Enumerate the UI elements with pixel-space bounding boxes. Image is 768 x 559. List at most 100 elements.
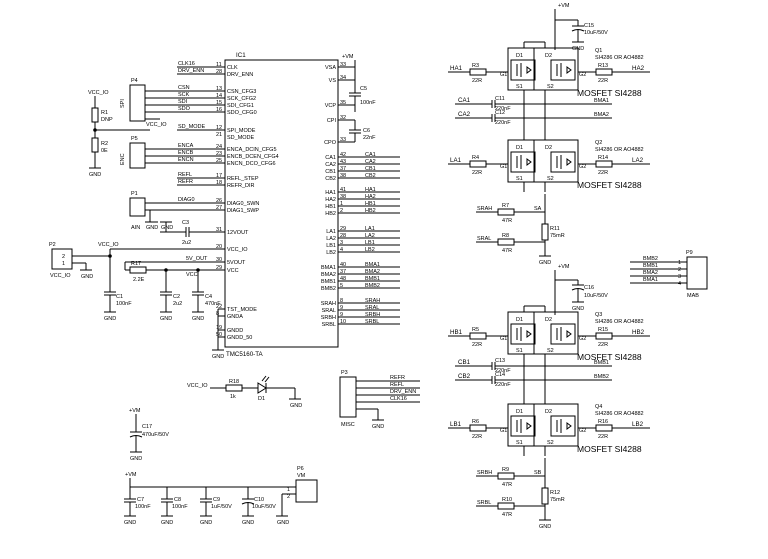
sense-net-h: SRAH [477, 206, 492, 212]
net-enca: ENCA [178, 143, 194, 149]
ic1-pin-name: CA2 [325, 162, 336, 168]
p1-ain-connector: P1 DIAG0 GND AIN [129, 191, 225, 231]
p6-pin2: 2 [287, 494, 290, 500]
c5-val: 100nF [360, 100, 376, 106]
mosfet-diode [566, 158, 572, 166]
p9-sig-bma1: BMA1 [643, 277, 658, 283]
sense-r-h-val: 47R [502, 482, 512, 488]
sense-rs-val: 75mR [550, 497, 565, 503]
ic1-pin-name: HB1 [325, 204, 336, 210]
ic1-pin-num: 22 [216, 304, 222, 310]
c6-val: 22nF [363, 135, 376, 141]
bridge-title: MOSFET SI4288 [577, 88, 642, 98]
pin-s1: S1 [516, 348, 523, 354]
c9-val: 1uF/50V [211, 504, 232, 510]
c17-val: 470uF/50V [142, 432, 169, 438]
ic1-pin-name: BMB1 [321, 279, 336, 285]
ic1-pin-num: 3 [340, 240, 343, 246]
in-net: LA1 [450, 157, 462, 164]
net-diag0: DIAG0 [178, 197, 195, 203]
ic1-pin-num: 28 [216, 69, 222, 75]
bridge-q-ref: Q2 [595, 140, 602, 146]
ic1-pin-num: 14 [216, 93, 222, 99]
gnd-c3: GND [161, 225, 173, 231]
bridge-q-opt: SI4286 OR AO4882 [595, 55, 644, 61]
c16-ref: C16 [584, 285, 594, 291]
ic1-pin-num: 8 [340, 298, 343, 304]
gnd-c1: GND [104, 316, 116, 322]
c5-ref: C5 [360, 86, 367, 92]
pin-g2: G2 [579, 336, 586, 342]
mosfet-body [550, 59, 576, 81]
in-r-ref: R6 [472, 419, 479, 425]
bootcap-ref: C11 [495, 96, 505, 102]
ic1-pin-name: DIAG1_SWP [227, 208, 259, 214]
c7-ref: C7 [137, 497, 144, 503]
vm-c17: +VM [129, 408, 141, 414]
bridge-q-opt: SI4286 OR AO4882 [595, 411, 644, 417]
ic1-pin-name: BMB2 [321, 286, 336, 292]
p5-enc-connector: P5 ENC ENCA ENCB ENCN REFL REFR [120, 136, 225, 186]
bootcap-ref: C12 [495, 110, 505, 116]
net-sdi: SDI [178, 99, 188, 105]
pin-s2: S2 [547, 176, 554, 182]
net-encn: ENCN [178, 157, 194, 163]
ic1-pin-num: 33 [340, 137, 346, 143]
mosfet-diode [526, 330, 532, 338]
sense-net-h: SRBH [477, 470, 492, 476]
sense-node: SA [534, 206, 542, 212]
pin-s2: S2 [547, 440, 554, 446]
r2-ref: R2 [101, 141, 108, 147]
ic1-net-label: HA2 [365, 194, 376, 200]
gnd-c8: GND [161, 520, 173, 526]
ic1-pin-num: 34 [340, 75, 346, 81]
bridge-title: MOSFET SI4288 [577, 180, 642, 190]
net-vcc-io-spi: VCC_IO [146, 122, 167, 128]
ic1-pin-name: TST_MODE [227, 307, 257, 313]
ic1-pin-name: GNDD [227, 328, 243, 334]
pin-g1: G1 [500, 428, 507, 434]
ic1-pin-num: 1 [340, 201, 343, 207]
led-indicator: VCC_IO R18 1k D1 GND [187, 375, 302, 409]
ic1-net-label: CB2 [365, 173, 376, 179]
ic1-pin-name: DIAG0_SWN [227, 201, 259, 207]
bridge-q-ref: Q4 [595, 404, 602, 410]
in-resistor [469, 424, 487, 432]
ic1-pin-num: 20 [216, 244, 222, 250]
in-r-ref: R3 [472, 63, 479, 69]
net-sd-mode: SD_MODE [178, 124, 206, 130]
ic1-pin-name: VSA [325, 65, 336, 71]
ic1-net-label: SRAL [365, 305, 379, 311]
out-net: LB2 [632, 421, 644, 428]
ic1-pin-num: 28 [340, 233, 346, 239]
mosfet-body [510, 59, 536, 81]
sense-node: SB [534, 470, 542, 476]
ic1-pin-num: 24 [216, 144, 222, 150]
ic1-pin-name: BMA2 [321, 272, 336, 278]
pin-d2: D2 [545, 53, 552, 59]
gnd-c9: GND [200, 520, 212, 526]
ic1-supply: +VM C5 100nF C6 22nF [338, 54, 376, 143]
p1-ref: P1 [131, 191, 138, 197]
ic1-pin-num: 38 [340, 194, 346, 200]
bridge-title: MOSFET SI4288 [577, 444, 642, 454]
in-resistor [469, 332, 487, 340]
ic1-gnd-rail: GND [212, 308, 225, 360]
gnd-ic1: GND [212, 354, 224, 360]
out-net: HA2 [632, 65, 645, 72]
out-resistor [595, 68, 613, 76]
mosfet-body [550, 415, 576, 437]
bridge-outline [507, 47, 579, 91]
ic1-symbol: IC1 TMC5160-TA CLK11DRV_ENN28CSN_CFG313S… [216, 52, 346, 358]
gnd-c10: GND [242, 520, 254, 526]
ic1-net-label: CA2 [365, 159, 376, 165]
ic1-pin-num: 30 [216, 257, 222, 263]
p9-mab-connector: P9 MAB BMB2 BMB1 BMA2 BMA1 1 2 3 4 [630, 250, 708, 299]
out-net: LA2 [632, 157, 644, 164]
ic1-pin-num: 19 [216, 325, 222, 331]
ic1-pin-name: SRAL [322, 308, 336, 314]
ic1-pin-name: SRAH [321, 301, 336, 307]
r2-val: 0E [101, 148, 108, 154]
